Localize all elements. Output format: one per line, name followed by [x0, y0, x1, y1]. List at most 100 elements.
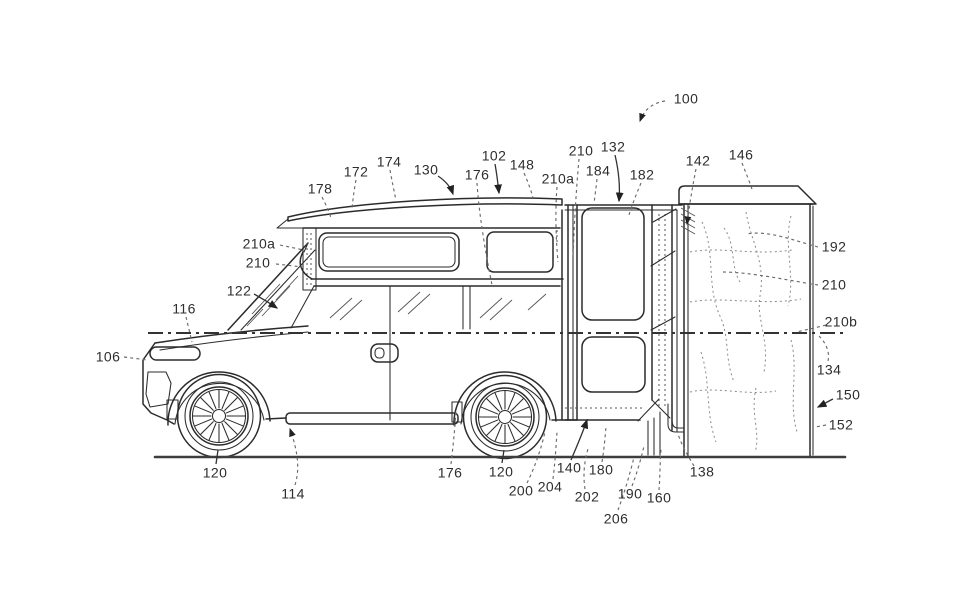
leader-line-122	[253, 293, 279, 309]
ref-label-100: 100	[673, 90, 699, 107]
wheel-spoke	[494, 423, 503, 442]
leader-line-140	[570, 418, 589, 461]
front-wheel	[176, 373, 262, 459]
wheel-spoke	[225, 418, 244, 427]
dock-structure	[678, 185, 817, 458]
headlight	[149, 346, 201, 361]
leader-line-134	[818, 335, 830, 362]
wheel-spoke	[224, 397, 238, 411]
wheel-spoke	[510, 398, 524, 412]
leader-line-176-top	[476, 182, 493, 286]
leader-line-120-rear	[501, 449, 505, 464]
running-board-bracket	[451, 401, 463, 423]
wheel-spoke	[200, 397, 214, 411]
ref-label-200: 200	[508, 482, 534, 499]
rear-wheel-spokes	[478, 390, 532, 444]
ref-label-122: 122	[226, 282, 252, 299]
ref-label-210-right: 210	[821, 276, 847, 293]
rocker	[265, 417, 287, 420]
leader-line-100	[639, 100, 666, 123]
leader-line-132	[614, 154, 624, 203]
leader-line-210a-left	[279, 244, 304, 251]
wheel-spoke	[225, 405, 244, 414]
ref-label-148: 148	[509, 156, 535, 173]
ref-label-152: 152	[828, 416, 854, 433]
ref-label-210a-top: 210a	[541, 170, 575, 187]
leader-line-142	[684, 168, 697, 226]
ref-label-174: 174	[376, 153, 402, 170]
ref-label-138: 138	[689, 463, 715, 480]
rear-module	[561, 204, 685, 456]
wheel-spoke	[480, 419, 499, 428]
ref-label-120-rear: 120	[488, 463, 514, 480]
leader-lines	[123, 100, 834, 511]
roof-panel	[287, 197, 563, 222]
leader-line-182	[628, 182, 642, 216]
hood-line	[154, 325, 309, 344]
vehicle	[142, 197, 578, 460]
leader-line-148	[523, 172, 534, 199]
wheel-spoke	[194, 405, 213, 414]
wheel-spoke	[510, 422, 524, 436]
leader-line-172	[351, 179, 357, 210]
ref-label-106: 106	[95, 348, 121, 365]
leader-line-210-left	[275, 263, 303, 268]
ref-label-180: 180	[588, 461, 614, 478]
wheel-spoke	[208, 422, 217, 441]
pop-top-front-post	[302, 227, 317, 291]
running-board	[285, 412, 459, 425]
rear-wheel	[462, 374, 548, 460]
wheel-spoke	[221, 422, 230, 441]
ref-label-130: 130	[413, 161, 439, 178]
wheel-spoke	[486, 398, 500, 412]
ref-label-210-left: 210	[245, 254, 271, 271]
leader-line-120-front	[215, 449, 219, 465]
front-vent	[145, 371, 172, 408]
ref-label-184: 184	[585, 162, 611, 179]
leader-line-192	[746, 232, 819, 248]
leader-line-102	[494, 163, 502, 195]
leader-line-130	[437, 175, 455, 196]
wheel-spoke	[511, 406, 530, 415]
leader-line-210a-top	[555, 186, 559, 263]
leader-line-210-top	[572, 158, 580, 259]
ref-label-102: 102	[481, 147, 507, 164]
ref-label-134: 134	[816, 361, 842, 378]
leader-line-202	[583, 448, 589, 490]
leader-line-210-right	[721, 271, 819, 286]
ref-label-210a-left: 210a	[242, 235, 276, 252]
ref-label-120-front: 120	[202, 464, 228, 481]
door-handle	[370, 343, 399, 363]
leader-line-184	[593, 178, 598, 204]
leader-line-114	[289, 427, 299, 486]
support-foot	[667, 403, 685, 433]
front-wheel-arch	[167, 371, 271, 426]
ref-label-210b: 210b	[824, 313, 858, 330]
ref-label-182: 182	[629, 166, 655, 183]
wheel-spoke	[511, 419, 530, 428]
leader-line-206	[617, 456, 635, 511]
wheel-spoke	[194, 418, 213, 427]
ref-label-176-bottom: 176	[437, 464, 463, 481]
leader-line-160	[658, 448, 662, 491]
module-window-upper	[581, 207, 645, 321]
leader-line-178	[321, 196, 332, 219]
ref-label-190: 190	[617, 485, 643, 502]
front-wheel-spokes	[192, 389, 246, 443]
wheel-spoke	[208, 391, 217, 410]
wheel-spoke	[486, 422, 500, 436]
leader-line-180	[601, 426, 607, 463]
pop-top-base-front	[299, 251, 313, 280]
ref-label-116: 116	[172, 300, 196, 317]
wheel-spoke	[507, 423, 516, 442]
ref-label-114: 114	[281, 485, 305, 502]
ref-label-206: 206	[603, 510, 629, 527]
leader-line-138	[677, 433, 695, 467]
ref-label-178: 178	[307, 180, 333, 197]
ref-label-210-top: 210	[568, 142, 594, 159]
a-pillar	[227, 242, 309, 331]
leader-line-210b	[795, 324, 827, 333]
leader-line-150	[816, 398, 834, 408]
wheel-spoke	[221, 391, 230, 410]
ref-label-140: 140	[556, 459, 582, 476]
